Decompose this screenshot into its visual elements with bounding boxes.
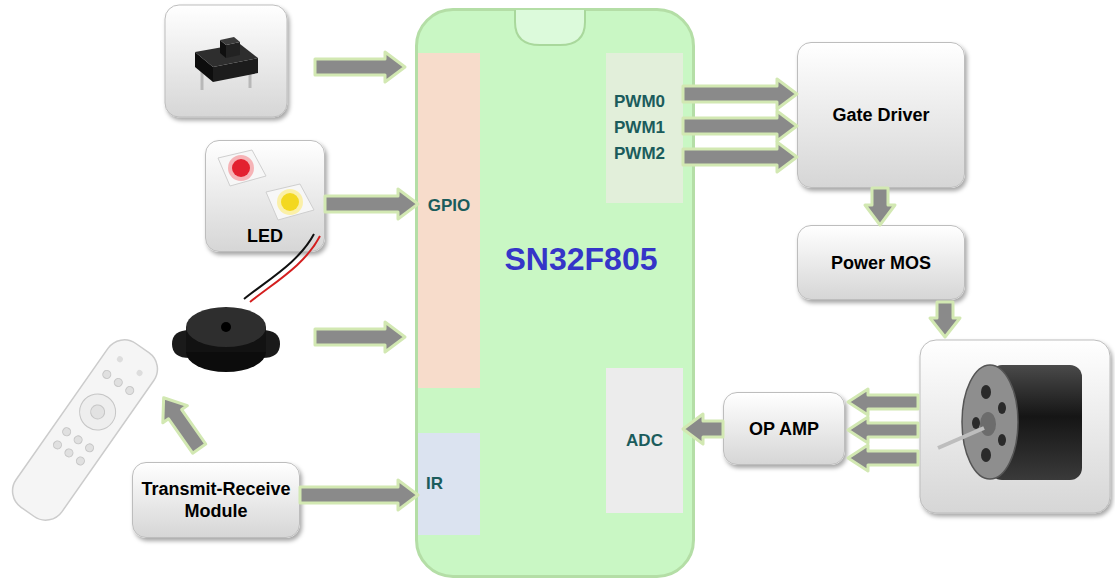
block-arrow — [151, 389, 211, 457]
button-cap — [220, 40, 226, 58]
button-side — [195, 52, 213, 82]
ir-band: IR — [418, 433, 480, 535]
buzzer-body — [186, 332, 266, 372]
power-mos-box: Power MOS — [797, 225, 965, 300]
pwm-band: PWM0 PWM1 PWM2 — [606, 53, 683, 203]
motor-face — [962, 365, 1018, 479]
block-arrow — [325, 189, 418, 219]
buzzer-top — [186, 307, 266, 347]
remote-key — [116, 355, 124, 363]
motor-boss — [980, 412, 996, 436]
motor-illustration — [920, 340, 1110, 513]
remote-key — [52, 439, 63, 450]
block-arrow — [848, 445, 918, 471]
image-box — [920, 340, 1110, 513]
motor-hole — [981, 448, 991, 462]
mcu-chip: SN32F805 GPIO PWM0 PWM1 PWM2ADC IR — [415, 8, 695, 578]
buzzer-body — [186, 327, 266, 352]
box-label: Gate Driver — [832, 104, 929, 126]
box-label: IR — [426, 474, 443, 494]
block-arrow — [683, 111, 797, 141]
adc-band: ADC — [606, 368, 683, 513]
motor-hole — [981, 385, 991, 399]
remote-key — [124, 385, 135, 396]
led-box: LED — [205, 140, 325, 252]
box-label: Transmit-Receive Module — [133, 478, 299, 522]
block-arrow — [683, 79, 797, 109]
chip-name: SN32F805 — [471, 241, 691, 278]
gate-driver-box: Gate Driver — [797, 42, 965, 188]
remote-key — [61, 426, 72, 437]
remote-key — [135, 369, 143, 377]
remote-key — [75, 455, 86, 466]
push-button-illustration — [165, 5, 287, 117]
box-label: Power MOS — [831, 252, 931, 274]
button-cap — [226, 42, 240, 58]
remote-dial — [73, 387, 123, 437]
motor-hole — [998, 434, 1006, 446]
gpio-band: GPIO — [418, 53, 480, 388]
box-label: LED — [247, 225, 283, 247]
block-arrow — [930, 302, 960, 337]
block-arrow — [848, 389, 918, 415]
block-arrow — [151, 389, 211, 457]
box-label: PWM0 PWM1 PWM2 — [614, 89, 674, 167]
box-label: OP AMP — [749, 418, 819, 440]
remote-key — [84, 442, 95, 453]
remote-key — [63, 447, 74, 458]
remote-key — [113, 377, 124, 388]
box-label: GPIO — [428, 196, 471, 216]
image-box — [165, 5, 287, 117]
remote-key — [73, 434, 84, 445]
button-cap — [220, 37, 240, 45]
motor-hole — [972, 417, 980, 429]
button-pin — [249, 66, 252, 88]
block-arrow — [300, 480, 418, 510]
transceiver-box: Transmit-Receive Module — [132, 462, 300, 538]
block-arrow — [865, 188, 895, 225]
box-label: ADC — [626, 431, 663, 451]
buzzer-hole — [221, 322, 231, 332]
motor-body — [990, 365, 1082, 480]
block-arrow — [315, 52, 405, 82]
buzzer-illustration — [172, 307, 280, 372]
remote-key — [101, 369, 112, 380]
block-arrow — [315, 322, 405, 352]
button-side — [213, 58, 258, 82]
op-amp-box: OP AMP — [723, 392, 845, 465]
motor-shaft — [938, 428, 984, 448]
block-arrow — [848, 417, 918, 443]
block-arrow — [683, 142, 797, 172]
button-pin — [201, 68, 204, 90]
buzzer-flange — [172, 330, 280, 358]
button-top — [195, 44, 258, 67]
remote-key — [88, 402, 107, 421]
motor-hole — [998, 402, 1006, 414]
